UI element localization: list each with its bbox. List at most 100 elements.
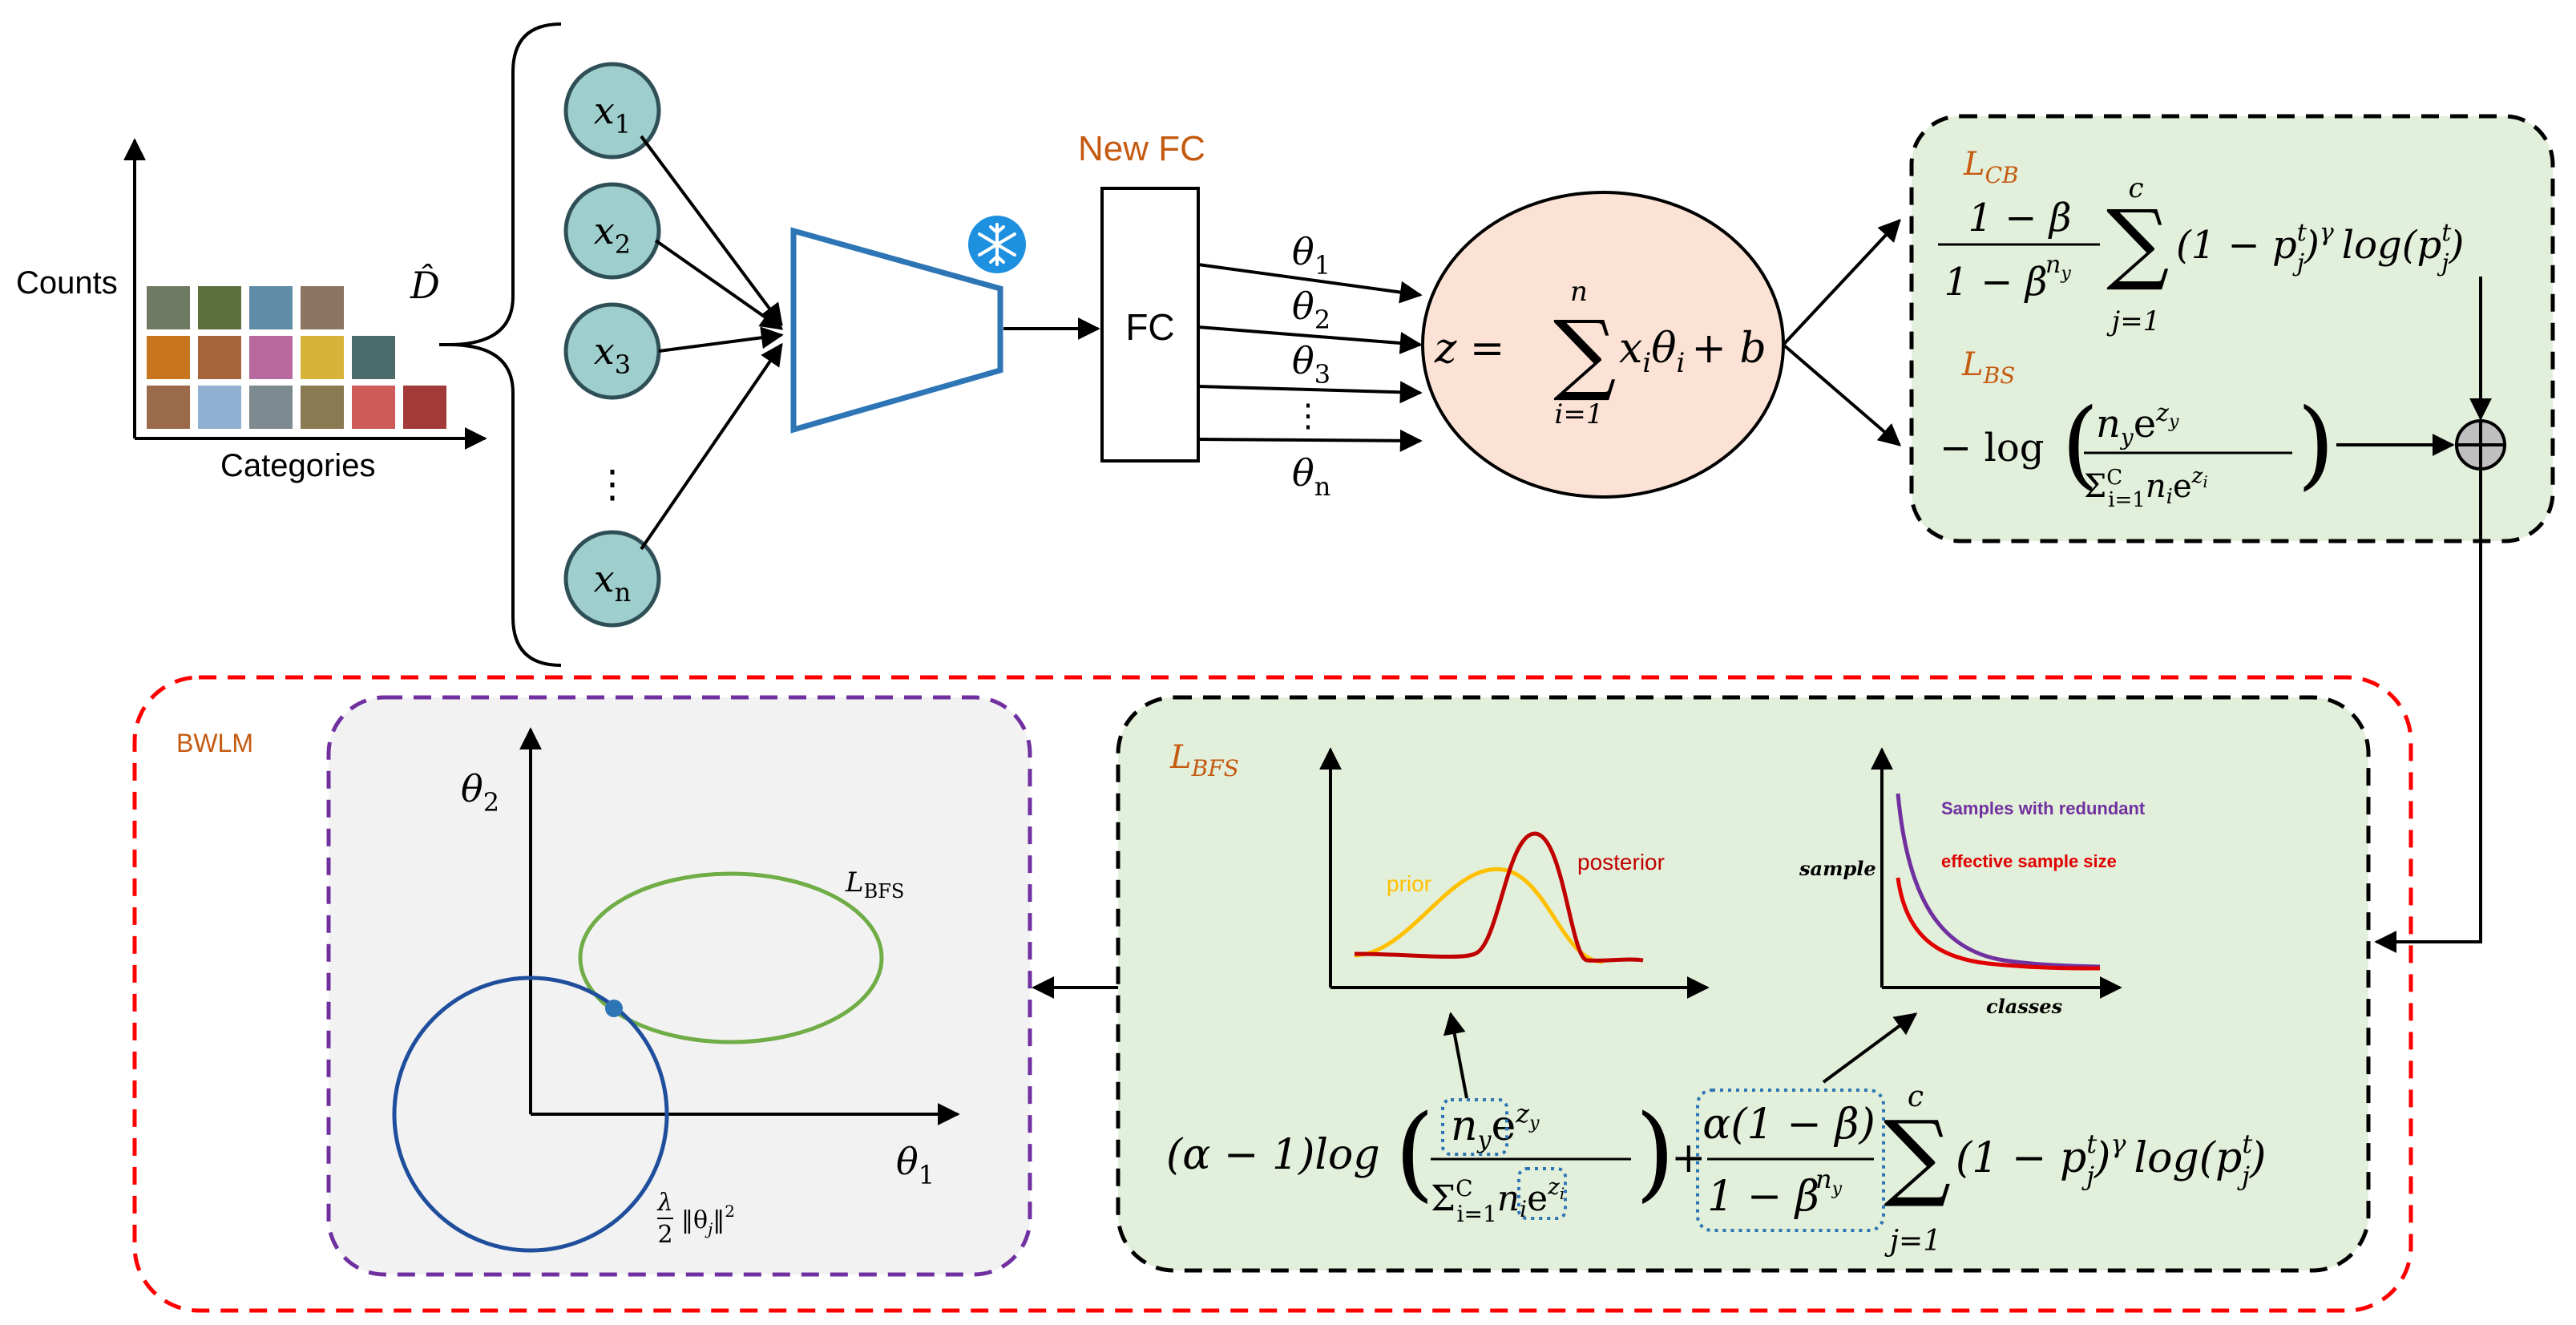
svg-text:ΣCi=1niezi: ΣCi=1niezi (2084, 464, 2208, 512)
svg-text:∑: ∑ (2106, 191, 2170, 293)
elephant-photo (248, 384, 294, 430)
redundant-curve (1896, 793, 2101, 969)
svg-text:x1: x1 (594, 89, 631, 139)
frozen-encoder (790, 216, 1100, 434)
svg-text:c: c (2128, 172, 2143, 204)
photo-tiles (145, 285, 448, 430)
decay-x-label: classes (1986, 995, 2063, 1018)
weight-labels: θ1 θ2 θ3 ⋮ θn (1292, 230, 1330, 502)
svg-text:nyezy: nyezy (2096, 399, 2179, 450)
svg-text:2: 2 (657, 1221, 672, 1249)
balloon-photo (196, 384, 243, 430)
lcb-label: LCB (1963, 146, 2019, 188)
svg-text:1 − β: 1 − β (1707, 1173, 1819, 1221)
svg-text:∑: ∑ (1884, 1100, 1951, 1210)
svg-text:ΣCi=1niezi: ΣCi=1niezi (1431, 1174, 1565, 1227)
sum-top: n (1570, 276, 1588, 308)
optimum-point (605, 1000, 623, 1017)
train-photo (402, 384, 448, 430)
theta-n-label: θn (1292, 451, 1330, 502)
dataset-symbol: D̂ (410, 264, 440, 307)
sum-to-loss-arrows (1782, 218, 1902, 446)
effective-curve (1896, 877, 2101, 971)
svg-text:1 − β: 1 − β (1968, 196, 2071, 240)
decay-pointer-arrow (1822, 1012, 1918, 1084)
lbs-label: LBS (1961, 346, 2015, 389)
svg-text:+: + (1671, 1134, 1706, 1182)
svg-text:): ) (2297, 389, 2335, 500)
input-node-x3: x3 (563, 302, 661, 400)
l2-contour (392, 976, 669, 1253)
train-photo (248, 285, 294, 331)
bird-photo (196, 334, 243, 381)
svg-text:λ: λ (656, 1189, 672, 1217)
train-photo (350, 334, 397, 381)
svg-text:− log: − log (1940, 426, 2044, 471)
fc-label: FC (1125, 306, 1174, 348)
input-arrows (640, 135, 784, 551)
svg-text:α(1 − β): α(1 − β) (1702, 1101, 1875, 1149)
distribution-plot: prior posterior (1319, 747, 1710, 999)
bird-photo (299, 384, 345, 430)
counts-label: Counts (16, 265, 118, 301)
input-nodes: x1 x2 x3 ⋮ xn (563, 62, 784, 628)
ellipse-label: LBFS (845, 867, 904, 903)
elephant-photo (299, 285, 345, 331)
sum-term: xiθi+ b (1619, 325, 1766, 379)
svg-text:j=1: j=1 (2106, 305, 2161, 337)
input-node-xn: xn (563, 530, 661, 628)
fc-box (1100, 187, 1200, 463)
prior-pointer-arrow (1443, 1012, 1468, 1099)
butterfly-photo (299, 334, 345, 381)
svg-text:x3: x3 (594, 329, 631, 380)
sum-bottom: i=1 (1555, 398, 1604, 430)
balloon-photo (350, 384, 397, 430)
prior-label: prior (1387, 871, 1431, 896)
reg-y-label: θ2 (461, 767, 499, 818)
robin-photo (145, 384, 192, 430)
svg-text:j=1: j=1 (1884, 1225, 1941, 1258)
svg-text:(α − 1)log: (α − 1)log (1166, 1131, 1380, 1179)
weight-arrows (1197, 263, 1423, 452)
svg-text:ny: ny (1815, 1164, 1843, 1199)
input-ellipsis: ⋮ (593, 462, 632, 507)
regularization-panel: θ2 θ1 LBFS λ 2 ‖θj‖2 (326, 695, 1032, 1277)
input-brace (448, 22, 562, 667)
decay-y-label: sample (1799, 857, 1876, 880)
butterfly-photo (145, 334, 192, 381)
highlight-ny (1441, 1098, 1508, 1156)
svg-text:1 − β: 1 − β (1944, 260, 2047, 305)
svg-text:‖θj‖2: ‖θj‖2 (681, 1202, 735, 1238)
elephant-photo (145, 285, 192, 331)
decay-plot: sample classes Samples with redundant ef… (1799, 747, 2146, 1018)
decay-series-2-label: effective sample size (1941, 851, 2117, 871)
svg-text:(: ( (1395, 1093, 1435, 1213)
svg-text:nyezy: nyezy (1451, 1098, 1540, 1154)
dataset-plot: Counts Categories D̂ (16, 138, 487, 483)
sum-lhs: z = (1434, 325, 1505, 373)
balloon-photo (248, 334, 294, 381)
butterfly-photo (196, 285, 243, 331)
lbfs-contour (578, 871, 884, 1044)
decay-series-1-label: Samples with redundant (1941, 798, 2146, 818)
weighted-sum-node: z = ∑ n i=1 xiθi+ b (1421, 191, 1785, 499)
svg-text:(: ( (2061, 389, 2099, 500)
svg-text:c: c (1908, 1081, 1924, 1113)
weight-ellipsis: ⋮ (1292, 398, 1324, 434)
svg-text:ny: ny (2045, 251, 2071, 284)
plus-icon (2455, 419, 2506, 471)
snowflake-icon (968, 216, 1026, 273)
input-node-x1: x1 (563, 62, 661, 160)
highlight-ni (1517, 1167, 1567, 1220)
svg-text:xn: xn (594, 557, 632, 608)
prior-curve (1354, 867, 1604, 964)
highlight-cb-weight (1696, 1089, 1885, 1232)
bwlm-box (132, 675, 2413, 1313)
categories-label: Categories (220, 448, 375, 483)
